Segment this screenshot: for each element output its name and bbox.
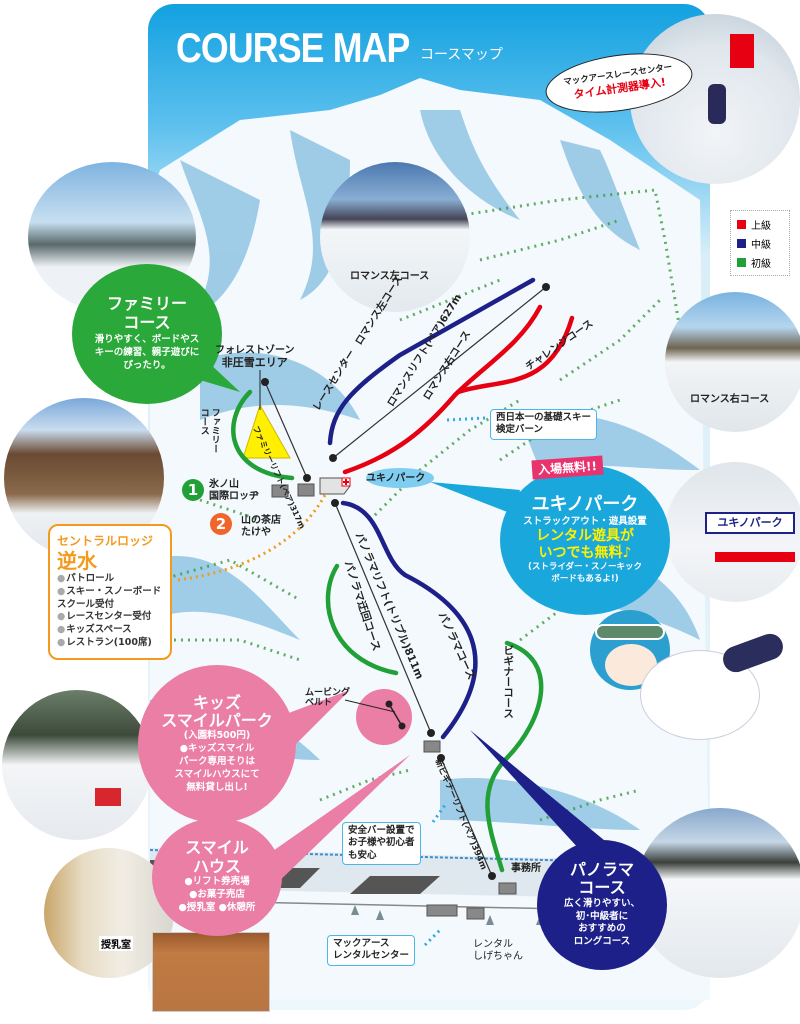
- yukino-highlight2: いつでも無料♪: [538, 545, 632, 562]
- romance-right-photo: [665, 292, 800, 432]
- romance-left-photo-caption: ロマンス左コース: [350, 271, 430, 282]
- smile-house-title1: スマイル: [185, 838, 249, 858]
- panorama-course: [340, 500, 478, 740]
- yukino-park-bubble: ユキノパーク ストラックアウト・遊具設置 レンタル遊具が いつでも無料♪ (スト…: [500, 465, 670, 615]
- family-course-label: ファミリーコース: [198, 408, 220, 453]
- mascot-goggles: [595, 624, 665, 640]
- difficulty-legend: 上級 中級 初級: [730, 210, 790, 276]
- panorama-course-bubble: パノラマ コース 広く滑りやすい、 初･中級者に おすすめの ロングコース: [537, 840, 667, 970]
- panorama-desc: ロングコース: [573, 936, 631, 948]
- central-lodge-info: セントラルロッジ 逆水 パトロール スキー・スノーボードスクール受付 レースセン…: [48, 524, 172, 660]
- panorama-title1: パノラマ: [569, 859, 634, 879]
- takeya-teahouse-label: 山の茶店たけや: [241, 515, 281, 538]
- kids-title1: キッズ: [192, 692, 241, 712]
- kids-park-photo: [2, 690, 152, 840]
- kids-desc: パーク専用そりは: [178, 755, 255, 767]
- smile-house-item: ●お菓子売店: [189, 888, 245, 900]
- forest-zone-label: フォレストゾーン非圧雪エリア: [215, 345, 295, 369]
- family-bubble-title1: ファミリー: [106, 294, 187, 314]
- page-subtitle: コースマップ: [420, 47, 503, 63]
- family-lift-line: [264, 381, 308, 479]
- legend-item-advanced: 上級: [737, 215, 783, 234]
- lifts: [264, 286, 547, 877]
- safety-bar-note: 安全バー設置でお子様や初心者も安心: [342, 822, 421, 866]
- page-title: COURSE MAP: [176, 24, 410, 71]
- lodge-item: キッズスペース: [57, 624, 163, 637]
- kids-smile-park-bubble: キッズ スマイルパーク (入園料500円) ●キッズスマイル パーク専用そりは …: [138, 665, 296, 823]
- panorama-desc: 初･中級者に: [575, 910, 629, 922]
- smile-house-item: ●授乳室 ●休憩所: [178, 901, 256, 913]
- romance-lift-line: [332, 286, 547, 459]
- legend-item-beginner: 初級: [737, 253, 783, 272]
- legend-item-intermediate: 中級: [737, 234, 783, 253]
- lodge-number-1: 1: [182, 479, 204, 501]
- lodge-number-2: 2: [210, 513, 232, 535]
- romance-right-photo-caption: ロマンス右コース: [690, 394, 770, 405]
- smile-house-title2: ハウス: [192, 856, 241, 876]
- macearth-rental-center-label: マックアースレンタルセンター: [327, 935, 416, 966]
- office-label: 事務所: [511, 863, 541, 874]
- buildings: [271, 477, 517, 920]
- nursing-room-caption: 授乳室: [99, 936, 133, 951]
- kids-smile-park-area: [356, 689, 412, 745]
- lodge-subtitle: セントラルロッジ: [57, 534, 154, 548]
- panorama-detour-course: [325, 563, 399, 676]
- forest-zone-area: [242, 403, 291, 459]
- tree-icons: [351, 905, 544, 925]
- family-bubble-title2: コース: [123, 312, 171, 332]
- yukino-park-photo: ユキノパーク: [665, 462, 800, 602]
- yukino-park-label: ユキノパーク: [366, 473, 426, 484]
- yukino-park-sign: ユキノパーク: [705, 512, 795, 534]
- yukino-highlight1: レンタル遊具が: [536, 528, 634, 545]
- yukino-note1: (ストライダー・スノーキック: [527, 562, 643, 573]
- kids-desc: ●キッズスマイル: [179, 743, 255, 755]
- yukino-park-area: [366, 468, 434, 488]
- smile-house-photo: [152, 932, 270, 1012]
- lodge-item: スキー・スノーボードスクール受付: [57, 586, 163, 612]
- romance-left-course: [327, 277, 536, 446]
- kids-title2: スマイルパーク: [161, 710, 273, 730]
- yukino-bubble-line1: ストラックアウト・遊具設置: [523, 515, 647, 527]
- lodge-name: 逆水: [57, 549, 97, 573]
- panorama-lift-line: [334, 502, 432, 734]
- smile-house-item: ●リフト券売場: [184, 876, 250, 888]
- rental-shigechan-label: レンタルしげちゃん: [473, 939, 523, 962]
- yukino-note2: ボードもあるよ!): [551, 573, 619, 584]
- romance-left-photo: [320, 162, 470, 312]
- family-course-bubble: ファミリー コース 滑りやすく、ボードやスキーの練習、親子遊びにぴったり。: [72, 264, 222, 404]
- kids-fee: (入園料500円): [183, 730, 251, 742]
- skier-figure: [708, 84, 726, 124]
- kids-desc: スマイルハウスにて: [174, 768, 260, 780]
- new-beginner-lift-line: [440, 757, 493, 877]
- sled-rack: [715, 552, 795, 562]
- base-burn-note: 西日本一の基礎スキー検定バーン: [490, 409, 598, 440]
- kids-desc: 無料貸し出し!: [186, 781, 248, 793]
- family-course: [231, 389, 295, 481]
- lodge-item: レースセンター受付: [57, 611, 163, 624]
- moving-belt-label: ムービングベルト: [305, 688, 351, 709]
- panorama-title2: コース: [578, 878, 626, 898]
- panorama-desc: おすすめの: [578, 923, 626, 935]
- yukino-bubble-title: ユキノパーク: [531, 493, 639, 515]
- panorama-desc: 広く滑りやすい、: [563, 897, 640, 909]
- beginner-course-label: ビギナーコース: [502, 645, 515, 719]
- kids-tube: [95, 788, 121, 806]
- hyonosen-lodge-label: 氷ノ山国際ロッヂ: [209, 479, 259, 502]
- challenge-course: [455, 315, 575, 395]
- lodge-item: レストラン(100席): [57, 637, 163, 650]
- romance-right-course: [342, 304, 543, 475]
- race-gate-flag: [730, 34, 754, 68]
- lodge-item: パトロール: [57, 573, 163, 586]
- smile-house-bubble: スマイル ハウス ●リフト券売場 ●お菓子売店 ●授乳室 ●休憩所: [152, 818, 282, 936]
- family-bubble-desc: 滑りやすく、ボードやスキーの練習、親子遊びにぴったり。: [94, 334, 200, 371]
